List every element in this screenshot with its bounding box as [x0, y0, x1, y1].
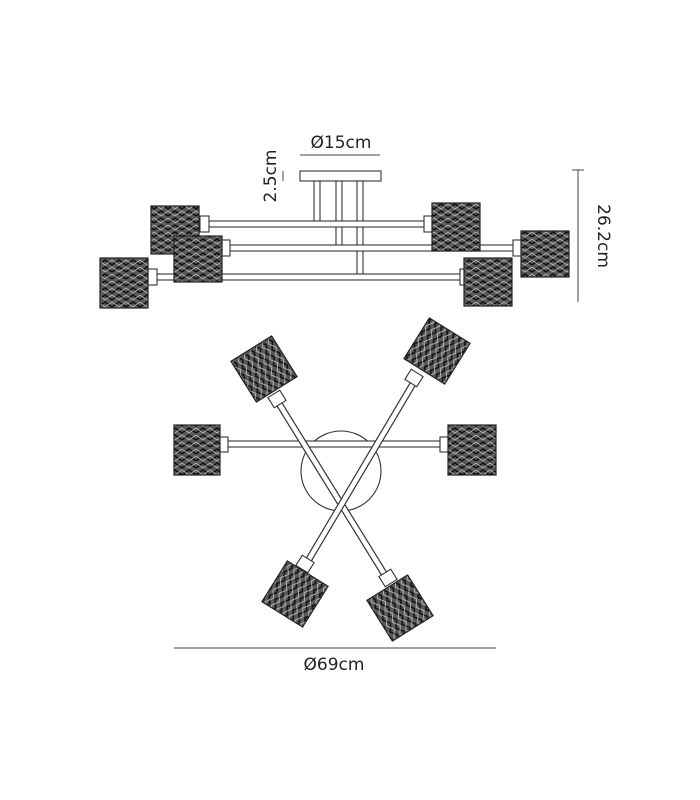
overall-height-dimension: 26.2cm — [572, 169, 613, 302]
side-stems — [313, 180, 364, 278]
top-shade — [447, 424, 497, 476]
side-shade — [463, 257, 513, 307]
canopy-diameter-label: Ø15cm — [311, 133, 372, 153]
top-view: Ø69cm — [173, 317, 497, 675]
side-shade — [431, 202, 481, 252]
canopy-height-label: 2.5cm — [261, 150, 281, 203]
canopy-diameter-dimension: Ø15cm — [300, 133, 380, 156]
top-shade — [261, 560, 329, 628]
top-arm-horizontal — [225, 440, 443, 448]
side-shade — [520, 230, 570, 278]
top-shade — [403, 317, 471, 385]
side-view: Ø15cm 2.5cm 26.2cm — [99, 133, 613, 309]
canopy-height-dimension: 2.5cm — [261, 150, 284, 203]
top-arm-diagonal-2 — [301, 380, 418, 568]
overall-diameter-dimension: Ø69cm — [174, 647, 496, 675]
overall-height-label: 26.2cm — [593, 204, 613, 268]
side-shade — [99, 257, 149, 309]
side-canopy — [299, 170, 382, 182]
top-shade — [366, 574, 434, 642]
side-shade — [173, 235, 223, 283]
overall-diameter-label: Ø69cm — [304, 655, 365, 675]
top-shade — [173, 424, 221, 476]
top-shade — [230, 335, 298, 403]
top-holders — [218, 368, 450, 588]
top-arm-diagonal-1 — [275, 400, 391, 582]
